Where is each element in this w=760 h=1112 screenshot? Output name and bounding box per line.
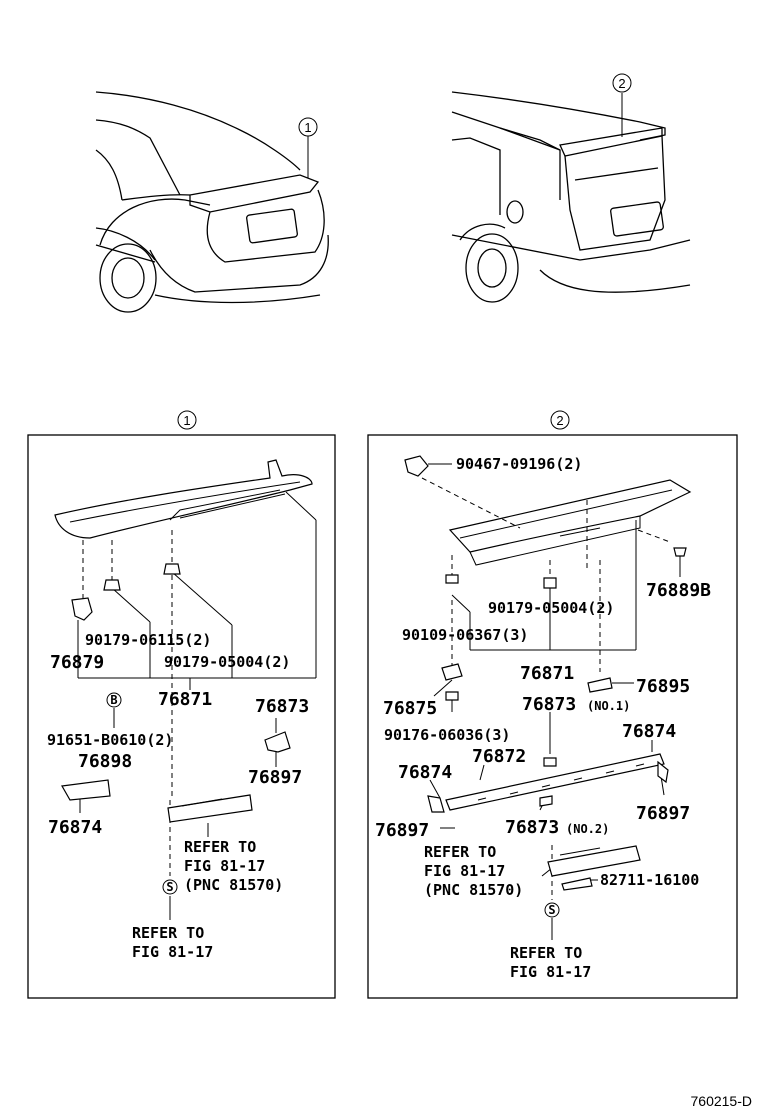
label-90176: 90176-06036(3) — [384, 726, 510, 744]
label-76873-no2: 76873 — [505, 817, 559, 838]
callout-2-car-text: 2 — [618, 76, 625, 91]
callout-1-car: 1 — [298, 117, 318, 137]
refer1-panel-1-line1: REFER TO — [184, 838, 256, 856]
s-symbol-panel-2: S — [544, 902, 560, 918]
pad-76895 — [587, 677, 613, 693]
pad-76873-no2 — [539, 795, 553, 807]
label-76873: 76873 — [255, 696, 309, 717]
footer-code: 760215-D — [691, 1093, 753, 1109]
label-no2: (NO.2) — [566, 822, 609, 836]
label-76895: 76895 — [636, 676, 690, 697]
callout-1-panel: 1 — [177, 410, 197, 430]
callout-2-panel-text: 2 — [556, 413, 563, 428]
label-76897-l: 76897 — [375, 820, 429, 841]
label-76889b: 76889B — [646, 580, 711, 601]
s-symbol-panel-1-text: S — [166, 880, 173, 894]
callout-2-car: 2 — [612, 73, 632, 93]
label-91651: 91651-B0610(2) — [47, 731, 173, 749]
refer1-panel-1-line2: FIG 81-17 — [184, 857, 265, 875]
label-90179-05004-p2: 90179-05004(2) — [488, 599, 614, 617]
label-76872: 76872 — [472, 746, 526, 767]
pad-76897 — [264, 731, 291, 753]
refer2-panel-1-line1: REFER TO — [132, 924, 204, 942]
clip-76889b — [673, 547, 687, 557]
s-symbol-panel-1: S — [162, 879, 178, 895]
nut-90179-06115 — [103, 579, 121, 591]
label-76874-l: 76874 — [398, 762, 452, 783]
label-no1: (NO.1) — [587, 699, 630, 713]
panel-1-frame — [27, 434, 336, 999]
label-76873-no1: 76873 — [522, 694, 576, 715]
label-90109: 90109-06367(3) — [402, 626, 528, 644]
refer2-panel-2-line1: REFER TO — [510, 944, 582, 962]
refer1-panel-2-line3: (PNC 81570) — [424, 881, 523, 899]
panel-2-parts — [404, 455, 687, 891]
label-76897-r: 76897 — [636, 803, 690, 824]
callout-2-panel: 2 — [550, 410, 570, 430]
gasket-76898 — [61, 779, 111, 801]
nut-90176 — [445, 691, 459, 701]
pad-76874-r — [657, 760, 669, 784]
refer1-panel-2-line2: FIG 81-17 — [424, 862, 505, 880]
label-76897: 76897 — [248, 767, 302, 788]
stop-lamp-panel-1 — [167, 794, 253, 823]
label-76875: 76875 — [383, 698, 437, 719]
callout-1-panel-text: 1 — [183, 413, 190, 428]
panel-1-spoiler — [54, 459, 313, 539]
refer2-panel-1-line2: FIG 81-17 — [132, 943, 213, 961]
refer2-panel-2-line2: FIG 81-17 — [510, 963, 591, 981]
label-76874-r: 76874 — [622, 721, 676, 742]
label-76898: 76898 — [78, 751, 132, 772]
label-90467: 90467-09196(2) — [456, 455, 582, 473]
gasket-76875 — [441, 663, 463, 681]
b-symbol-text: B — [110, 693, 117, 707]
label-76874: 76874 — [48, 817, 102, 838]
label-90179-06115: 90179-06115(2) — [85, 631, 211, 649]
wagon-illustration — [451, 91, 691, 303]
label-76871-p2: 76871 — [520, 663, 574, 684]
bolt-90109 — [445, 574, 459, 584]
moulding-76872 — [445, 753, 665, 811]
panel-1-parts — [61, 563, 291, 823]
panel-2-spoiler — [448, 479, 692, 566]
clip-76879 — [71, 597, 93, 621]
refer1-panel-2-line1: REFER TO — [424, 843, 496, 861]
stop-lamp-panel-2 — [547, 845, 641, 877]
sedan-illustration — [95, 91, 329, 313]
nut-90179-05004 — [163, 563, 181, 575]
callout-1-car-text: 1 — [304, 120, 311, 135]
panel-1-leaders — [77, 491, 317, 920]
s-symbol-panel-2-text: S — [548, 903, 555, 917]
label-90179-05004: 90179-05004(2) — [164, 653, 290, 671]
part-82711 — [561, 877, 593, 891]
b-symbol: B — [106, 692, 122, 708]
panel-2-frame — [367, 434, 738, 999]
nut-90179-05004-p2 — [543, 577, 557, 589]
refer1-panel-1-line3: (PNC 81570) — [184, 876, 283, 894]
label-76879: 76879 — [50, 652, 104, 673]
panel-2-leaders — [421, 463, 681, 940]
label-82711: 82711-16100 — [600, 871, 699, 889]
clip-90467 — [404, 455, 429, 477]
pad-76874-l — [427, 795, 445, 813]
pad-76873-no1 — [543, 757, 557, 767]
label-76871: 76871 — [158, 689, 212, 710]
